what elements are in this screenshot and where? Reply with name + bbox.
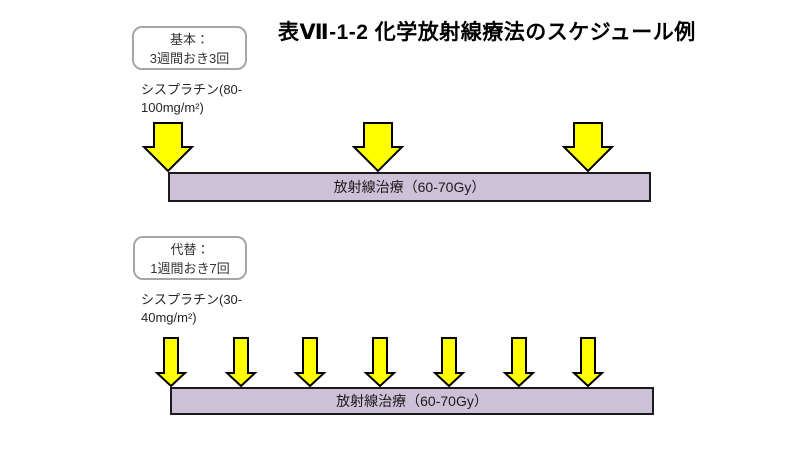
dose-arrow-icon <box>501 337 536 388</box>
dose-arrow-icon <box>154 337 188 388</box>
radiation-bar-label: 放射線治療（60-70Gy） <box>336 393 488 409</box>
dose-arrow-icon <box>223 337 258 388</box>
figure-title: 表Ⅶ-1-2 化学放射線療法のスケジュール例 <box>278 21 696 44</box>
dose-arrow-icon <box>432 337 466 388</box>
radiation-bar-label: 放射線治療（60-70Gy） <box>333 179 486 195</box>
basic-cisplatin-label: シスプラチン(80- 100mg/m²) <box>141 82 243 115</box>
alternative-radiation-bar: 放射線治療（60-70Gy） <box>170 387 654 415</box>
basic-schedule-badge: 基本： 3週間おき3回 <box>132 26 247 70</box>
dose-arrow-icon <box>561 122 615 173</box>
dose-arrow-icon <box>571 337 605 388</box>
dose-arrow-icon <box>293 337 327 388</box>
dose-arrow-icon <box>141 122 195 173</box>
dose-arrow-icon <box>362 337 397 388</box>
alternative-schedule-badge: 代替： 1週間おき7回 <box>133 236 247 280</box>
alternative-cisplatin-label: シスプラチン(30- 40mg/m²) <box>141 292 243 325</box>
basic-radiation-bar: 放射線治療（60-70Gy） <box>168 172 651 202</box>
dose-arrow-icon <box>351 122 405 173</box>
